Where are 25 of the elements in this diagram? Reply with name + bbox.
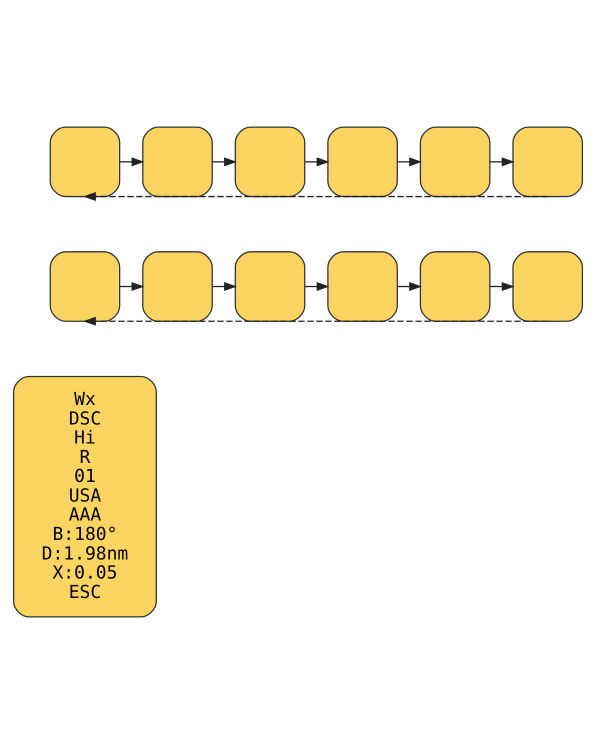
node-box bbox=[142, 250, 213, 322]
arrow bbox=[398, 156, 422, 166]
arrow bbox=[212, 282, 237, 291]
node-box bbox=[512, 250, 584, 322]
node-box bbox=[420, 250, 490, 322]
node-box bbox=[327, 250, 398, 322]
node-box bbox=[234, 126, 306, 197]
node-box bbox=[420, 126, 490, 197]
node-box bbox=[327, 126, 398, 197]
node-box bbox=[50, 250, 120, 322]
node-box: Wx DSC Hi R 01 USA AAA B:180° D:1.98nm X:0.05 ESC bbox=[12, 375, 157, 617]
arrow bbox=[490, 282, 515, 291]
node-box bbox=[512, 126, 584, 197]
arrow bbox=[305, 282, 330, 291]
arrow bbox=[83, 316, 548, 326]
arrow bbox=[490, 156, 515, 166]
node-box bbox=[50, 126, 120, 197]
arrow bbox=[398, 282, 422, 291]
arrow bbox=[120, 282, 144, 291]
arrow bbox=[120, 156, 144, 166]
node-box bbox=[142, 126, 213, 197]
arrow bbox=[212, 156, 237, 166]
arrow bbox=[305, 156, 330, 166]
node-box bbox=[234, 250, 306, 322]
arrow bbox=[83, 192, 548, 201]
